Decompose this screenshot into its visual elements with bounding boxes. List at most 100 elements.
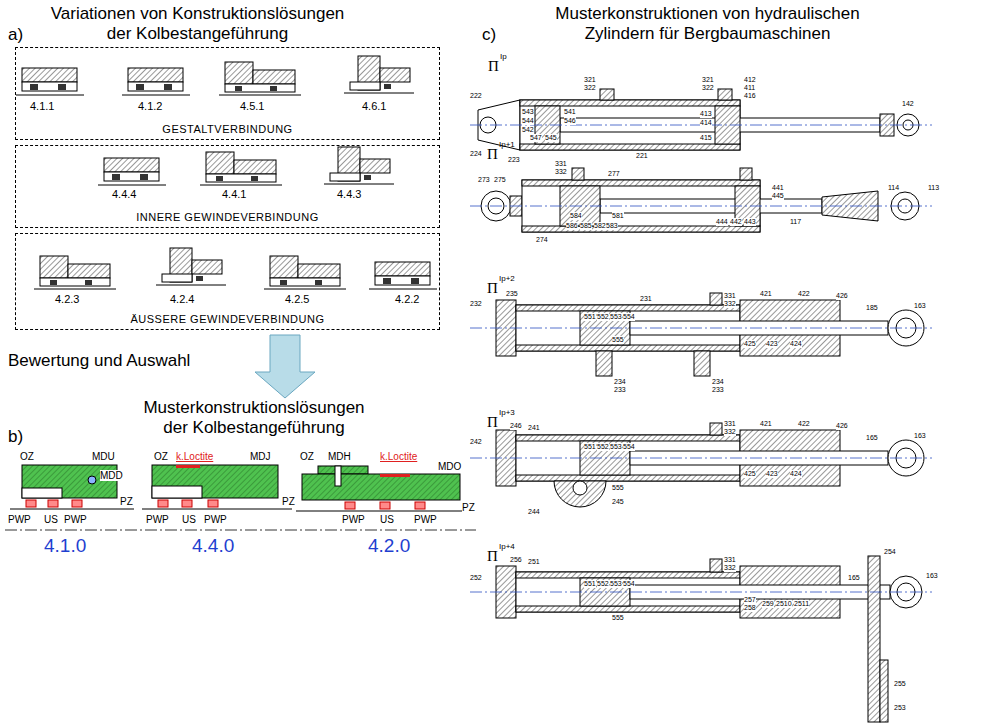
callout-number: 583	[606, 222, 618, 230]
callout-number: 332	[724, 564, 736, 572]
part-label: MDH	[328, 451, 351, 462]
callout-number: 165	[848, 574, 860, 582]
callout-number: 411	[744, 84, 755, 92]
callout-number: 551	[584, 580, 596, 588]
cylinder-symbol: Π	[487, 146, 498, 163]
variant-number: 4.1.1	[30, 100, 54, 112]
part-label: US	[182, 514, 196, 525]
solution-number: 4.2.0	[368, 536, 410, 557]
part-label: US	[380, 514, 394, 525]
callout-number: 163	[914, 302, 926, 310]
callout-number: 581	[612, 212, 624, 220]
callout-number: 424	[790, 470, 802, 478]
callout-number: 555	[612, 484, 624, 492]
heading: c)	[482, 26, 496, 45]
callout-number: 412	[744, 76, 756, 84]
variant-number: 4.2.4	[170, 293, 194, 305]
callout-number: 244	[528, 508, 540, 516]
callout-number: 221	[636, 152, 648, 160]
callout-number: 331	[724, 292, 736, 300]
callout-number: 414	[700, 119, 712, 127]
callout-number: 259	[762, 600, 774, 608]
callout-number: 222	[470, 92, 482, 100]
callout-number: 117	[790, 218, 801, 226]
callout-number: 542	[522, 126, 534, 134]
callout-number: 426	[836, 422, 848, 430]
callout-number: 2510	[776, 600, 792, 608]
part-label: PWP	[342, 514, 365, 525]
callout-number: 545	[545, 134, 557, 142]
callout-number: 234	[712, 378, 724, 386]
callout-number: 552	[597, 443, 609, 451]
variant-number: 4.2.3	[55, 293, 79, 305]
cylinder-symbol: Π	[488, 58, 499, 75]
callout-number: 541	[564, 108, 576, 116]
callout-number: 273	[478, 176, 490, 184]
callout-number: 114	[888, 184, 899, 192]
callout-number: 424	[790, 340, 802, 348]
callout-number: 241	[528, 424, 540, 432]
callout-number: 163	[914, 432, 926, 440]
variant-number: 4.4.3	[337, 188, 361, 200]
callout-number: 445	[772, 192, 784, 200]
part-label: MDJ	[250, 451, 271, 462]
cylinder-index: Ip+3	[499, 409, 515, 418]
solution-number: 4.1.0	[44, 536, 86, 557]
callout-number: 331	[724, 556, 736, 564]
callout-number: 552	[597, 580, 609, 588]
callout-number: 321	[702, 76, 714, 84]
group-title: ÄUSSERE GEWINDEVERBINDUNG	[130, 313, 324, 325]
cylinder-symbol: Π	[487, 280, 498, 297]
callout-number: 443	[744, 218, 756, 226]
callout-number: 2511	[794, 600, 809, 608]
part-label: OZ	[20, 451, 34, 462]
group-title: INNERE GEWINDEVERBINDUNG	[136, 211, 319, 223]
variant-number: 4.2.5	[285, 293, 309, 305]
variant-number: 4.4.4	[112, 188, 136, 200]
callout-number: 253	[894, 704, 906, 712]
callout-number: 322	[584, 84, 596, 92]
group-frame: GESTALTVERBINDUNG	[15, 47, 440, 140]
variant-number: 4.2.2	[395, 293, 419, 305]
callout-number: 423	[766, 340, 778, 348]
callout-number: 331	[724, 420, 736, 428]
callout-number: 223	[508, 156, 520, 164]
callout-number: 258	[744, 604, 756, 612]
part-label: OZ	[300, 451, 314, 462]
callout-number: 422	[798, 420, 810, 428]
callout-number: 321	[584, 76, 596, 84]
callout-number: 165	[866, 434, 878, 442]
heading: Musterkonstruktionslösungen der Kolbesta…	[140, 398, 368, 439]
callout-number: 322	[702, 84, 714, 92]
callout-number: 544	[522, 117, 534, 125]
callout-number: 425	[744, 470, 756, 478]
callout-number: 551	[584, 313, 596, 321]
callout-number: 257	[744, 596, 756, 604]
solution-number: 4.4.0	[192, 536, 234, 557]
part-label: US	[44, 514, 58, 525]
callout-number: 421	[760, 290, 772, 298]
callout-number: 582	[594, 222, 606, 230]
callout-number: 554	[623, 443, 635, 451]
callout-number: 553	[610, 313, 622, 321]
callout-number: 584	[570, 212, 582, 220]
heading: a)	[8, 26, 23, 45]
part-label: PZ	[282, 496, 295, 507]
callout-number: 234	[614, 378, 626, 386]
callout-number: 277	[608, 170, 620, 178]
callout-number: 555	[612, 336, 624, 344]
cylinder-index: Ip+1	[499, 141, 515, 150]
callout-number: 444	[716, 218, 728, 226]
callout-number: 163	[926, 572, 938, 580]
callout-number: 245	[612, 498, 624, 506]
variant-number: 4.4.1	[222, 188, 246, 200]
callout-number: 586	[566, 222, 578, 230]
part-label: PWP	[414, 514, 437, 525]
callout-number: 546	[564, 117, 576, 125]
callout-number: 242	[470, 438, 482, 446]
heading: Bewertung und Auswahl	[8, 352, 190, 371]
callout-number: 255	[894, 680, 906, 688]
callout-number: 256	[510, 556, 522, 564]
heading: b)	[8, 428, 23, 447]
callout-number: 413	[700, 110, 712, 118]
